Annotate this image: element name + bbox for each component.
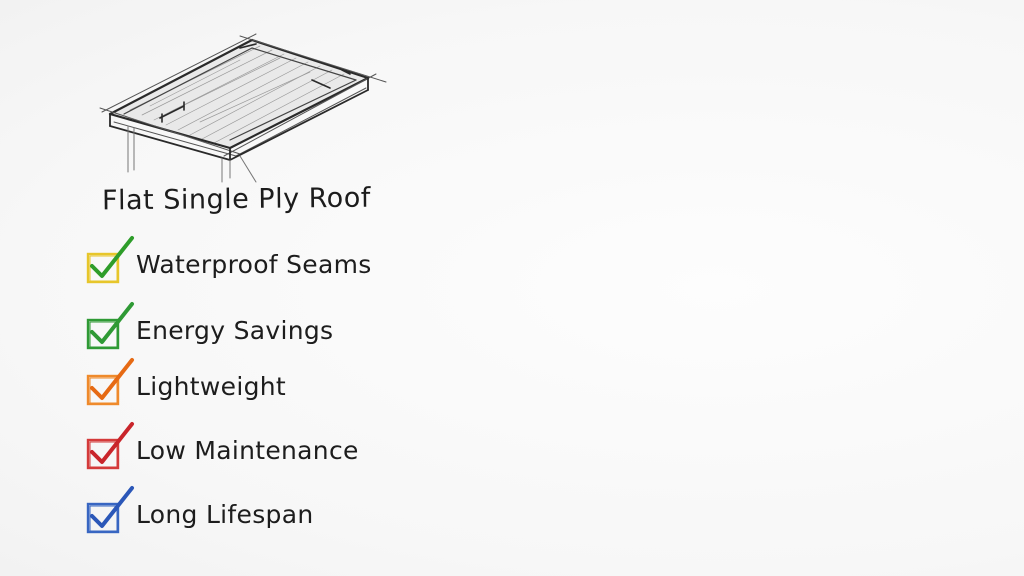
list-item: Energy Savings [84, 298, 404, 358]
flat-roof-sketch-icon [99, 33, 387, 183]
benefit-label: Low Maintenance [136, 436, 359, 465]
benefit-label: Energy Savings [136, 316, 334, 345]
check-icon [86, 486, 134, 534]
check-icon [86, 422, 134, 470]
check-icon [86, 358, 134, 406]
benefit-label: Lightweight [136, 372, 286, 401]
benefit-label: Waterproof Seams [136, 250, 372, 279]
list-item: Waterproof Seams [84, 232, 404, 292]
list-item: Long Lifespan [84, 482, 404, 542]
list-item: Lightweight [84, 354, 404, 414]
page-title: Flat Single Ply Roof [101, 182, 371, 217]
list-item: Low Maintenance [84, 418, 404, 478]
check-icon [86, 236, 134, 284]
check-icon [86, 302, 134, 350]
benefit-label: Long Lifespan [136, 500, 314, 529]
